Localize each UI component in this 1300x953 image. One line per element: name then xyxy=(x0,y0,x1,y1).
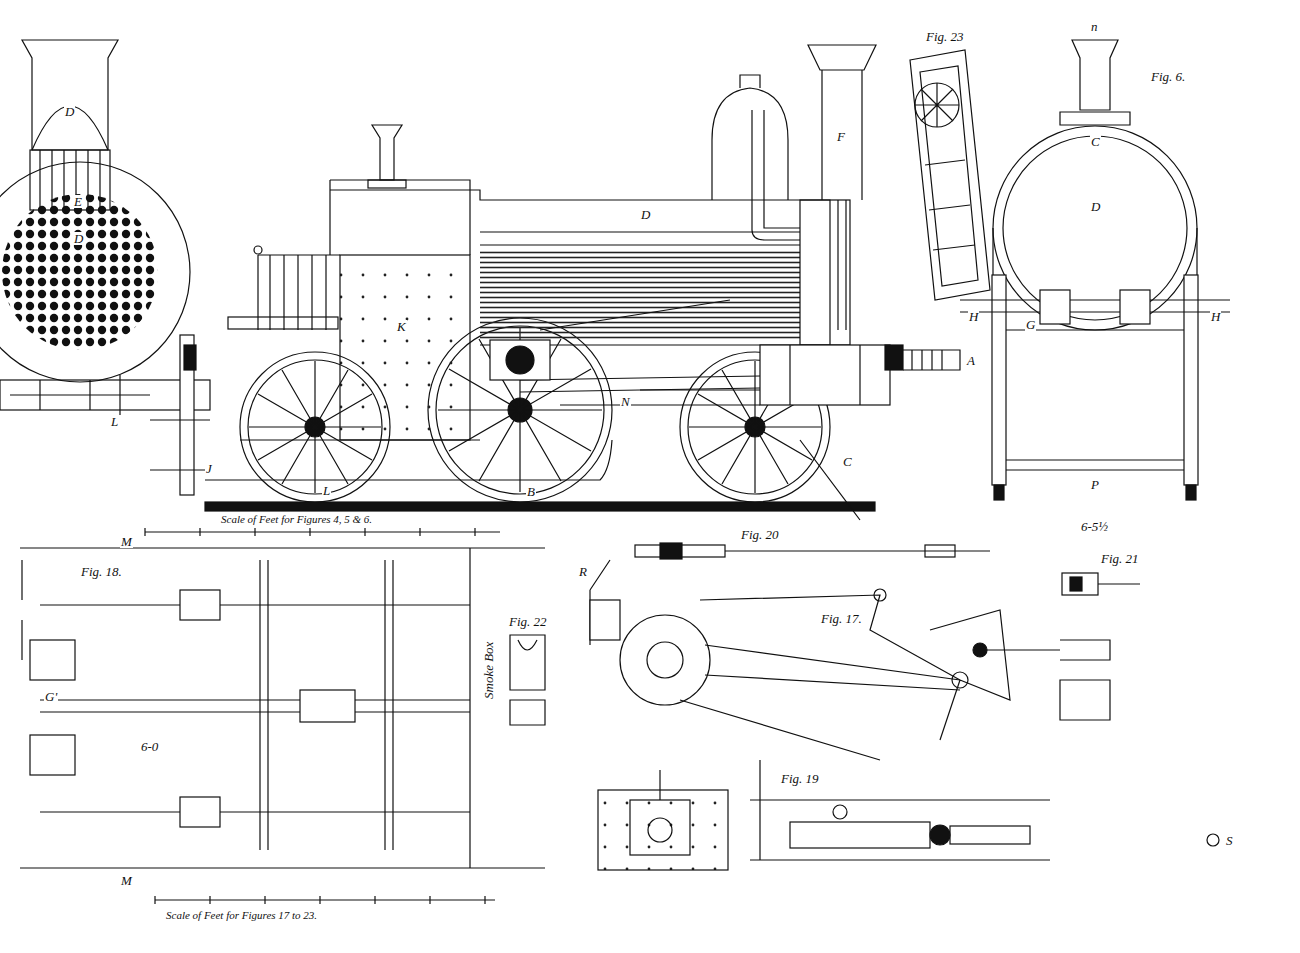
part-letter: A xyxy=(966,354,976,367)
part-letter: G' xyxy=(44,690,58,703)
part-letter: H xyxy=(1210,310,1221,323)
part-letter: B xyxy=(526,485,536,498)
part-letter: E xyxy=(73,195,83,208)
fig-title: Fig. 17. xyxy=(820,612,863,625)
part-letter: D xyxy=(1090,200,1101,213)
part-letter: n xyxy=(1090,20,1099,33)
part-letter: J xyxy=(205,462,213,475)
region-label: Smoke Box xyxy=(482,641,495,700)
part-letter: H xyxy=(968,310,979,323)
part-letter: D xyxy=(64,105,75,118)
part-letter: R xyxy=(578,565,588,578)
part-letter: M xyxy=(120,874,133,887)
part-letter: D xyxy=(640,208,651,221)
fig18-plan xyxy=(20,548,545,868)
fig22 xyxy=(510,635,545,725)
part-letter: L xyxy=(110,415,119,428)
part-letter: K xyxy=(396,320,407,333)
fig-title: Fig. 23 xyxy=(925,30,965,43)
fig21 xyxy=(1062,573,1140,595)
part-letter: L xyxy=(322,484,331,497)
fig19 xyxy=(598,760,1219,870)
part-letter: C xyxy=(1090,135,1101,148)
end-view xyxy=(0,40,210,495)
part-letter: N xyxy=(620,395,631,408)
fig-title: Fig. 18. xyxy=(80,565,123,578)
part-letter: F xyxy=(836,130,846,143)
scale-bars xyxy=(145,528,500,904)
part-letter: D xyxy=(73,232,84,245)
side-view xyxy=(205,45,960,520)
part-letter: M xyxy=(120,535,133,548)
fig-title: Fig. 6. xyxy=(1150,70,1186,83)
scale-caption: Scale of Feet for Figures 4, 5 & 6. xyxy=(220,514,373,525)
fig20-rod xyxy=(635,543,990,559)
fig17-valve-gear xyxy=(590,560,1110,760)
part-letter: P xyxy=(1090,478,1100,491)
fig-title: Fig. 22 xyxy=(508,615,548,628)
scale-caption: Scale of Feet for Figures 17 to 23. xyxy=(165,910,318,921)
part-letter: S xyxy=(1225,834,1234,847)
dimension: 6-0 xyxy=(140,740,159,753)
part-letter: G xyxy=(1025,318,1036,331)
part-letter: C xyxy=(842,455,853,468)
dimension: 6-5½ xyxy=(1080,520,1109,533)
fig23-link xyxy=(910,50,990,300)
fig-title: Fig. 20 xyxy=(740,528,780,541)
fig-title: Fig. 21 xyxy=(1100,552,1140,565)
fig-title: Fig. 19 xyxy=(780,772,820,785)
front-view xyxy=(960,40,1230,500)
